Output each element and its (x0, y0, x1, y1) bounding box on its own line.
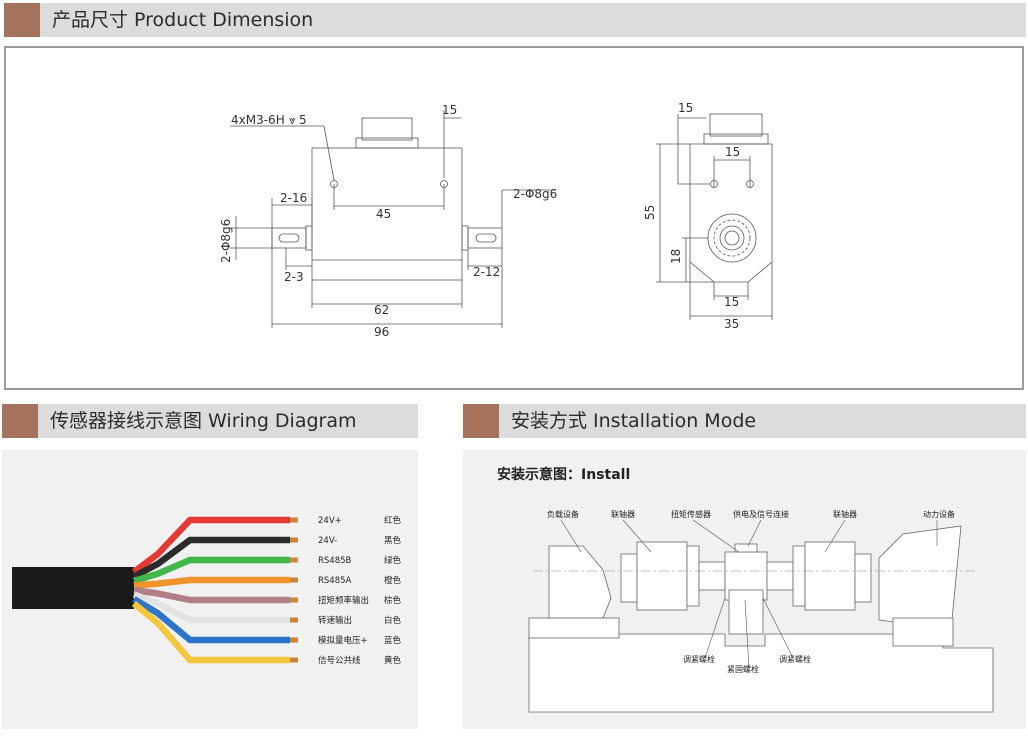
dim-side-55: 55 (643, 205, 657, 220)
install-label-load: 负载设备 (547, 509, 579, 519)
dim-side-35: 35 (724, 317, 739, 331)
install-drawing: 负载设备 联轴器 扭矩传感器 供电及信号连接 联轴器 动力设备 调紧螺栓 紧固螺… (528, 509, 994, 713)
wire-1 (132, 536, 290, 580)
side-body (689, 143, 773, 283)
wire-tip-0 (290, 517, 298, 523)
wire-5 (132, 591, 290, 624)
header-accent (4, 3, 40, 37)
wire-4 (133, 586, 290, 604)
section-header-wiring: 传感器接线示意图 Wiring Diagram (2, 404, 418, 438)
front-shaft-left (271, 227, 307, 249)
wire-color-6: 蓝色 (384, 635, 402, 646)
wire-2 (133, 556, 290, 585)
install-title: 安装示意图：Install (497, 467, 631, 483)
wire-color-2: 绿色 (384, 555, 402, 566)
wire-color-5: 白色 (384, 615, 402, 626)
dimension-panel: 4xM3-6H ⩔ 5 15 2-16 2-Φ8g6 45 2-Φ8g6 2-3… (4, 46, 1024, 390)
dim-side-hole-15: 15 (725, 145, 740, 159)
wire-label-6: 模拟量电压+ (318, 635, 368, 646)
dim-thread-depth: 5 (299, 113, 307, 127)
wire-color-4: 棕色 (384, 595, 402, 606)
wire-3 (133, 576, 290, 589)
dimension-drawing: 4xM3-6H ⩔ 5 15 2-16 2-Φ8g6 45 2-Φ8g6 2-3… (219, 101, 773, 339)
install-label-power: 供电及信号连接 (733, 509, 789, 519)
dim-body-width: 62 (374, 303, 389, 317)
wire-label-2: RS485B (318, 556, 352, 566)
dim-shaft-right: 2-Φ8g6 (513, 187, 557, 201)
wire-color-7: 黄色 (384, 655, 402, 666)
front-shaft-right (467, 227, 503, 249)
dim-total-length: 96 (374, 325, 389, 339)
dim-side-bottom-15: 15 (724, 295, 739, 309)
wire-tip-7 (290, 657, 298, 663)
install-label-sensor: 扭矩传感器 (671, 509, 711, 519)
wire-label-7: 信号公共线 (318, 655, 361, 666)
wire-7 (131, 600, 290, 664)
section-title-install: 安装方式 Installation Mode (511, 410, 757, 432)
wire-label-1: 24V- (318, 536, 337, 546)
coupling-left (636, 541, 688, 611)
motor-device (878, 525, 962, 631)
wire-tip-4 (290, 597, 298, 603)
header-accent (2, 404, 38, 438)
wire-tip-1 (290, 537, 298, 543)
dim-side-top-15: 15 (678, 101, 693, 115)
wire-tip-3 (290, 577, 298, 583)
wire-label-3: RS485A (318, 576, 352, 586)
front-body (311, 147, 463, 281)
wire-color-3: 橙色 (384, 575, 402, 586)
wire-tip-5 (290, 617, 298, 623)
dim-side-18: 18 (669, 249, 683, 264)
wire-label-0: 24V+ (318, 516, 342, 526)
coupling-right (804, 541, 856, 611)
wire-tip-2 (290, 557, 298, 563)
section-header-dimension: 产品尺寸 Product Dimension (4, 3, 1026, 37)
side-connector (709, 113, 763, 137)
dim-hole-spacing: 45 (376, 207, 391, 221)
dim-thread: 4xM3-6H (231, 113, 285, 127)
install-label-coupling-left: 联轴器 (611, 509, 635, 519)
section-title-wiring: 传感器接线示意图 Wiring Diagram (50, 410, 357, 432)
install-panel: 安装示意图：Install (463, 450, 1026, 729)
dim-step-left: 2-3 (284, 270, 304, 284)
wire-tip-6 (290, 637, 298, 643)
wire-6 (132, 596, 290, 644)
install-label-motor: 动力设备 (923, 509, 955, 519)
dim-thread-depth-icon: ⩔ (289, 113, 296, 127)
load-foot (528, 617, 620, 639)
wire-color-0: 红色 (384, 515, 402, 526)
header-accent (463, 404, 499, 438)
dim-step-right: 2-12 (473, 265, 500, 279)
wire-0 (132, 516, 290, 575)
wire-color-1: 黑色 (384, 535, 402, 546)
front-connector (361, 117, 413, 141)
dim-front-15: 15 (442, 103, 457, 117)
install-label-bolt-left: 调紧螺栓 (683, 654, 715, 664)
install-label-bolt-fasten: 紧固螺栓 (727, 664, 759, 674)
wire-label-4: 扭矩频率输出 (318, 595, 369, 606)
motor-foot (892, 617, 954, 647)
install-label-coupling-right: 联轴器 (833, 509, 857, 519)
wiring-panel: 24V+ 红色 24V- 黑色 RS485B 绿色 RS485A 橙色扭矩频率输出 棕色转速输出… (2, 450, 418, 729)
install-label-bolt-right: 调紧螺栓 (779, 654, 811, 664)
load-device (548, 545, 612, 619)
dim-shaft-left-dia: 2-Φ8g6 (219, 219, 233, 263)
dim-shaft-left: 2-16 (280, 191, 307, 205)
section-header-install: 安装方式 Installation Mode (463, 404, 1026, 438)
section-title-dimension: 产品尺寸 Product Dimension (52, 9, 314, 31)
cable-jacket (12, 567, 134, 609)
wire-label-5: 转速输出 (318, 615, 352, 626)
